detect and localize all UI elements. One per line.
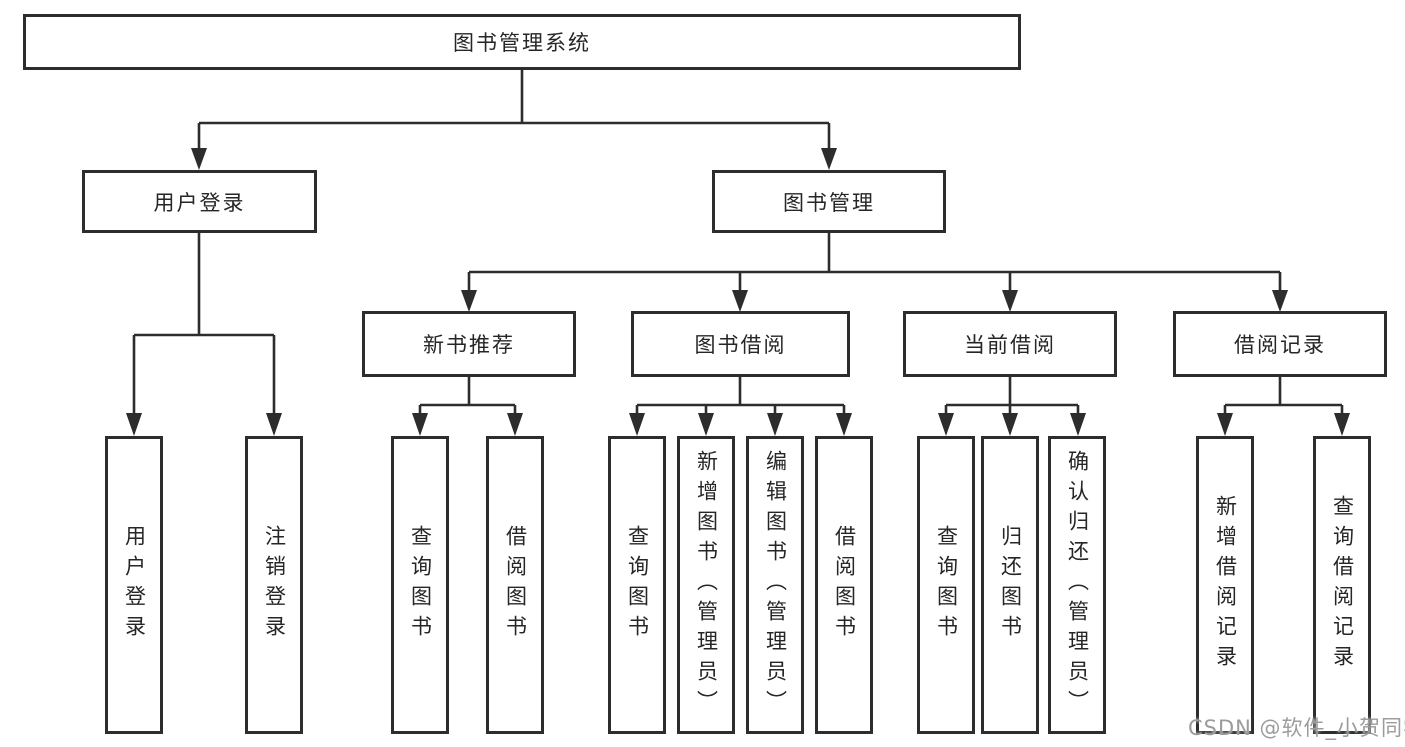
node-label: 注销登录	[262, 525, 287, 645]
leaf-user-login: 用户登录	[105, 436, 163, 734]
node-label: 用户登录	[122, 525, 147, 645]
node-label: 新书推荐	[423, 333, 515, 357]
node-label: 借阅记录	[1234, 333, 1326, 357]
node-label: 借阅图书	[832, 525, 857, 645]
node-label: 查询图书	[408, 525, 433, 645]
node-label: 借阅图书	[503, 525, 528, 645]
leaf-br-add-record: 新增借阅记录	[1196, 436, 1254, 734]
node-book-management-system: 图书管理系统	[23, 14, 1021, 70]
leaf-bb-add-books-admin: 新增图书（管理员）	[677, 436, 735, 734]
node-label: 查询借阅记录	[1330, 495, 1355, 675]
leaf-br-query-record: 查询借阅记录	[1313, 436, 1371, 734]
leaf-nbr-borrow-books: 借阅图书	[486, 436, 544, 734]
node-label: 确认归还（管理员）	[1065, 450, 1090, 720]
node-borrow-records: 借阅记录	[1173, 311, 1387, 377]
leaf-bb-edit-books-admin: 编辑图书（管理员）	[746, 436, 804, 734]
leaf-bb-query-books: 查询图书	[608, 436, 666, 734]
leaf-cb-return-books: 归还图书	[981, 436, 1039, 734]
leaf-bb-borrow-books: 借阅图书	[815, 436, 873, 734]
node-book-borrow: 图书借阅	[631, 311, 850, 377]
node-label: 新增借阅记录	[1213, 495, 1238, 675]
node-label: 用户登录	[153, 190, 246, 215]
node-label: 图书管理系统	[453, 31, 591, 55]
node-current-borrow: 当前借阅	[903, 311, 1117, 377]
node-label: 当前借阅	[964, 333, 1056, 357]
node-user-login: 用户登录	[82, 170, 317, 233]
csdn-watermark: CSDN @软件_小贺同学	[1188, 716, 1405, 740]
arrowheads	[126, 148, 1350, 436]
node-label: 编辑图书（管理员）	[763, 450, 788, 720]
leaf-nbr-query-books: 查询图书	[391, 436, 449, 734]
node-book-management: 图书管理	[712, 170, 946, 233]
leaf-cb-confirm-return-admin: 确认归还（管理员）	[1048, 436, 1106, 734]
node-label: 查询图书	[625, 525, 650, 645]
node-new-book-recommend: 新书推荐	[362, 311, 576, 377]
node-label: 图书借阅	[694, 333, 787, 357]
leaf-cb-query-books: 查询图书	[917, 436, 975, 734]
node-label: 图书管理	[783, 190, 875, 215]
node-label: 新增图书（管理员）	[694, 450, 719, 720]
leaf-logout-login: 注销登录	[245, 436, 303, 734]
node-label: 查询图书	[934, 525, 959, 645]
node-label: 归还图书	[998, 525, 1023, 645]
